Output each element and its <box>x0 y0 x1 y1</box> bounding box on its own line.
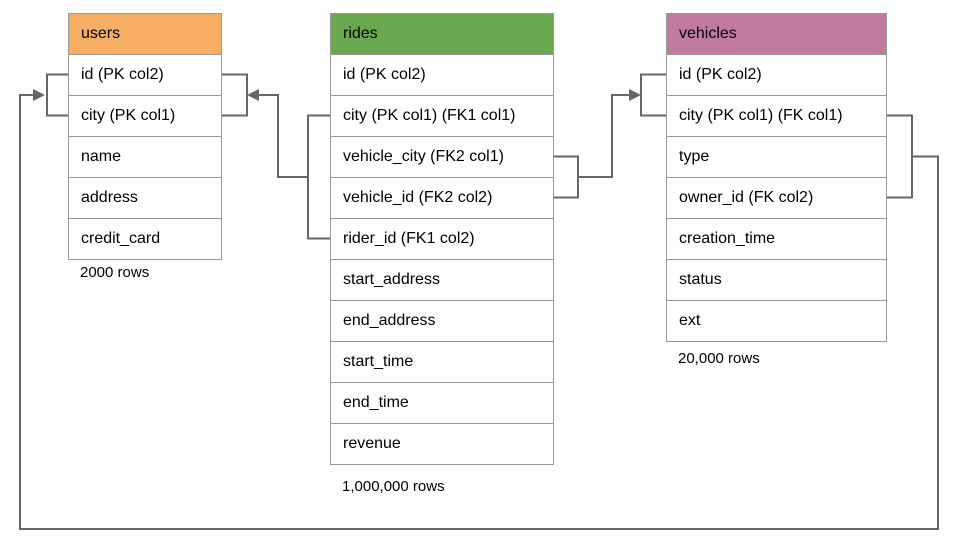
arrowhead-left-icon <box>247 89 259 101</box>
table-row: city (PK col1) (FK col1) <box>667 95 886 136</box>
table-row: end_address <box>331 300 553 341</box>
table-row: credit_card <box>69 218 221 259</box>
users-row-count: 2000 rows <box>80 264 150 281</box>
vehicles-left-bracket <box>640 73 666 117</box>
rides-left-bracket <box>307 114 330 240</box>
table-row: start_address <box>331 259 553 300</box>
table-vehicles: vehicles id (PK col2) city (PK col1) (FK… <box>666 13 887 342</box>
table-row: name <box>69 136 221 177</box>
table-row: address <box>69 177 221 218</box>
rel-vehicles-users-line <box>19 94 939 530</box>
vehicles-right-bracket <box>887 114 913 199</box>
arrowhead-right-icon <box>33 89 45 101</box>
table-row: city (PK col1) (FK1 col1) <box>331 95 553 136</box>
table-row: rider_id (FK1 col2) <box>331 218 553 259</box>
users-right-bracket <box>222 73 248 117</box>
table-row: vehicle_id (FK2 col2) <box>331 177 553 218</box>
rel-rides-to-vehicles <box>554 73 666 199</box>
table-vehicles-header: vehicles <box>667 14 886 54</box>
rides-row-count: 1,000,000 rows <box>342 478 445 495</box>
table-rides: rides id (PK col2) city (PK col1) (FK1 c… <box>330 13 554 465</box>
table-users: users id (PK col2) city (PK col1) name a… <box>68 13 222 260</box>
rides-right-bracket <box>554 155 579 199</box>
table-row: id (PK col2) <box>667 54 886 95</box>
table-row: owner_id (FK col2) <box>667 177 886 218</box>
users-left-bracket <box>46 73 68 117</box>
table-row: start_time <box>331 341 553 382</box>
vehicles-row-count: 20,000 rows <box>678 350 760 367</box>
table-rides-header: rides <box>331 14 553 54</box>
arrowhead-right-icon <box>629 89 641 101</box>
table-row: id (PK col2) <box>331 54 553 95</box>
rel-rides-to-users <box>222 73 330 240</box>
table-row: city (PK col1) <box>69 95 221 136</box>
table-row: end_time <box>331 382 553 423</box>
table-row: creation_time <box>667 218 886 259</box>
rel-vehicles-to-users <box>19 73 939 530</box>
table-row: revenue <box>331 423 553 464</box>
table-row: type <box>667 136 886 177</box>
table-row: status <box>667 259 886 300</box>
table-row: vehicle_city (FK2 col1) <box>331 136 553 177</box>
table-row: ext <box>667 300 886 341</box>
table-users-header: users <box>69 14 221 54</box>
rel-rides-vehicles-line <box>578 94 630 178</box>
table-row: id (PK col2) <box>69 54 221 95</box>
rel-rides-users-line <box>258 94 308 178</box>
